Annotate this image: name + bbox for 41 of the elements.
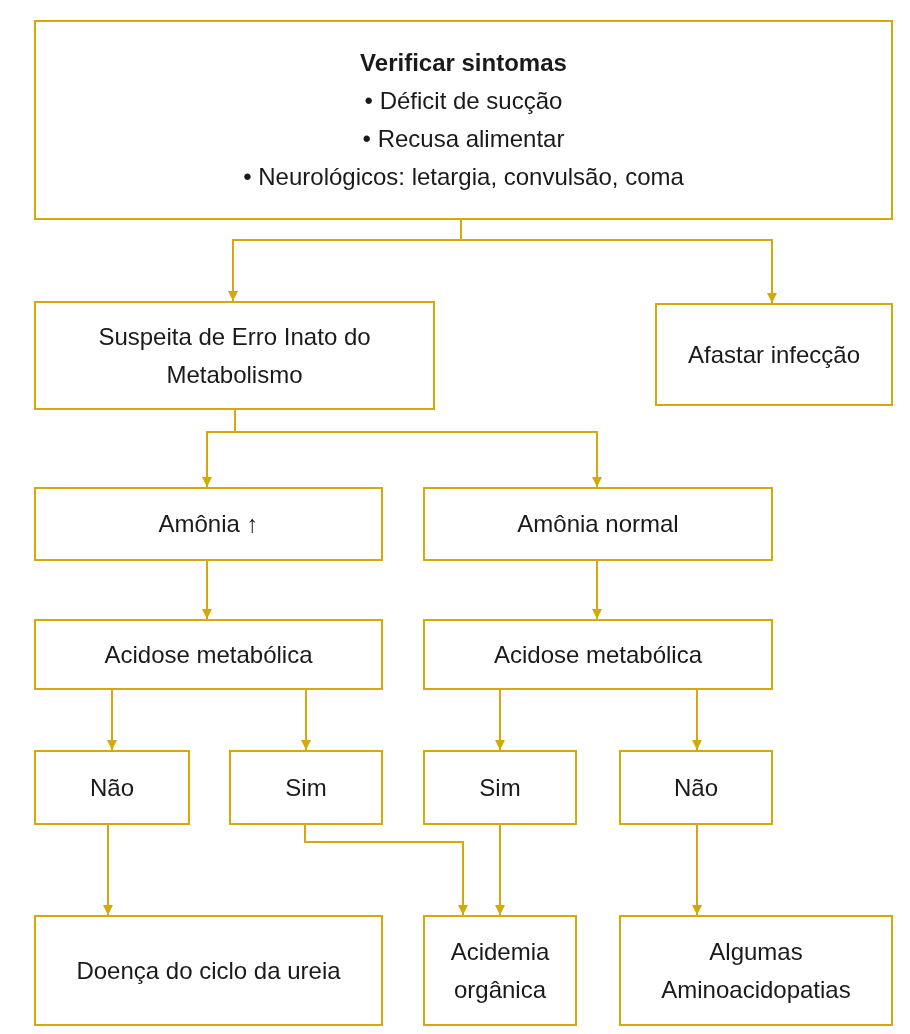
box-text: Suspeita de Erro Inato do Metabolismo — [97, 321, 372, 390]
box-text: • Recusa alimentar — [362, 124, 565, 154]
process-box — [655, 303, 893, 406]
box-text: Não — [674, 772, 718, 803]
process-box — [34, 487, 383, 561]
box-text: Doença do ciclo da ureia — [76, 955, 341, 986]
process-box — [619, 750, 773, 825]
arrow — [495, 689, 505, 751]
process-box — [34, 750, 190, 825]
box-text: • Neurológicos: letargia, convulsão, coma — [243, 162, 684, 192]
process-box — [423, 750, 577, 825]
box-text: • Déficit de sucção — [364, 86, 563, 116]
process-box — [34, 915, 383, 1026]
process-box — [423, 487, 773, 561]
box-text: Não — [90, 772, 134, 803]
arrow — [103, 824, 113, 916]
box-text: Sim — [479, 772, 521, 803]
process-box — [34, 301, 435, 410]
arrow — [202, 560, 212, 620]
process-box — [34, 20, 893, 220]
arrow — [692, 689, 702, 751]
process-box — [229, 750, 383, 825]
box-text: Amônia ↑ — [158, 509, 259, 539]
arrow — [592, 560, 602, 620]
arrow — [495, 824, 505, 916]
process-box — [423, 915, 577, 1026]
process-box — [423, 619, 773, 690]
process-box — [34, 619, 383, 690]
arrow — [107, 689, 117, 751]
arrow — [692, 824, 702, 916]
box-heading: Verificar sintomas — [360, 48, 567, 78]
arrow — [301, 689, 311, 751]
box-text: Acidose metabólica — [493, 639, 703, 670]
box-text: Amônia normal — [517, 509, 679, 539]
box-text: Afastar infecção — [687, 339, 861, 370]
arrow — [304, 824, 468, 916]
box-text: Acidemia orgânica — [449, 936, 551, 1005]
process-box — [619, 915, 893, 1026]
box-text: Acidose metabólica — [104, 639, 313, 670]
box-text: Algumas Aminoacidopatias — [660, 936, 852, 1005]
box-text: Sim — [285, 772, 327, 803]
